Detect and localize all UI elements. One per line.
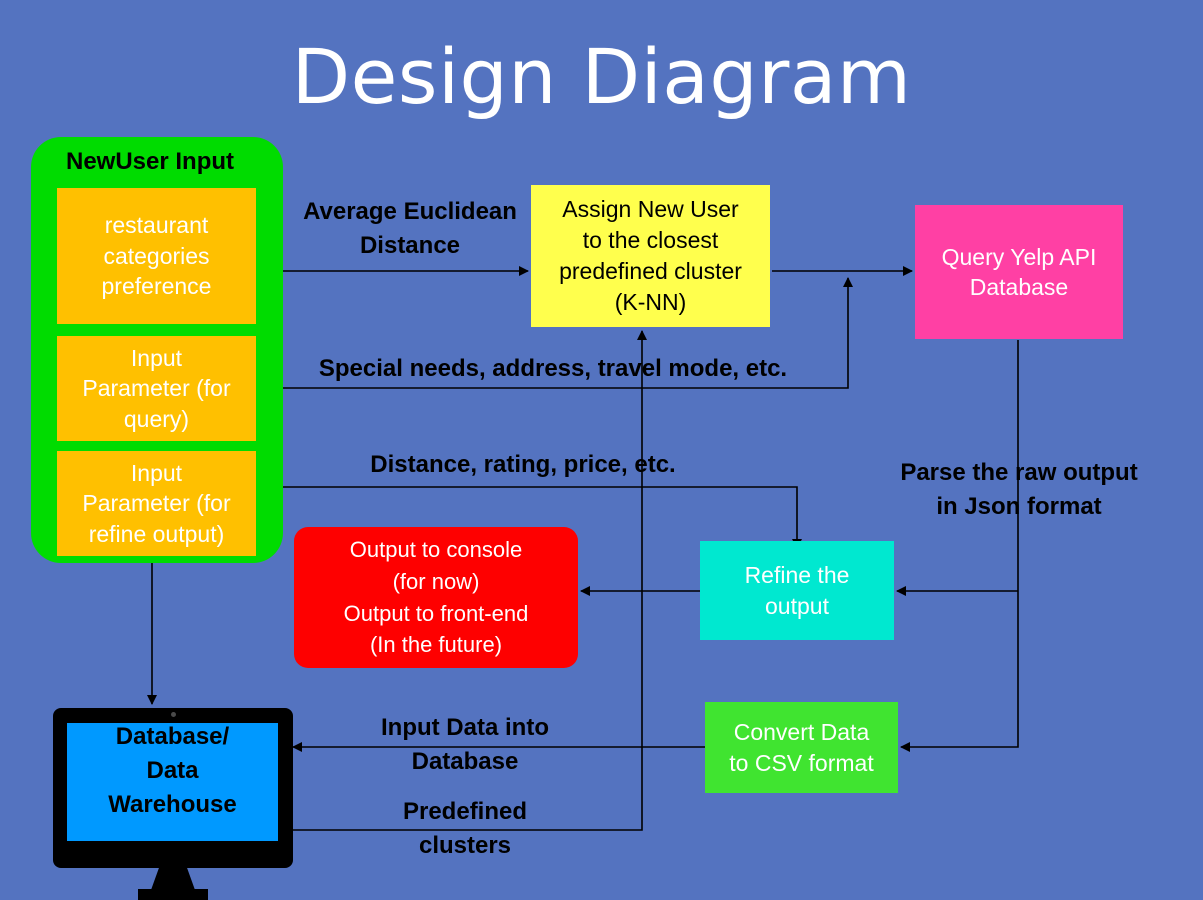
label-input-data: Input Data into Database [381, 714, 549, 775]
monitor-stand [151, 868, 195, 890]
monitor-base [138, 889, 208, 900]
label-average-euclidean: Average Euclidean Distance [303, 198, 517, 259]
refine-output-box: Refine the output [700, 541, 894, 640]
edge-params-to-query [255, 277, 853, 389]
query-parameter-box: Input Parameter (for query) [57, 336, 256, 441]
monitor-screen [67, 723, 278, 841]
new-user-input-title: NewUser Input [65, 148, 235, 175]
database-label: Database/ Data Warehouse [108, 723, 237, 819]
label-distance-rating: Distance, rating, price, etc. [370, 451, 676, 478]
query-yelp-box: Query Yelp API Database [915, 205, 1123, 339]
output-box: Output to console (for now) Output to fr… [294, 527, 578, 668]
convert-csv-box: Convert Data to CSV format [705, 702, 898, 793]
edge-query-to-convert [900, 340, 1019, 752]
refine-parameter-box: Input Parameter (for refine output) [57, 451, 256, 556]
monitor-camera [171, 712, 176, 717]
label-parse-json: Parse the raw output in Json format [900, 459, 1138, 520]
restaurant-preference-box: restaurant categories preference [57, 188, 256, 324]
page-title: Design Diagram [291, 32, 912, 121]
label-special-needs: Special needs, address, travel mode, etc… [318, 355, 788, 382]
assign-cluster-box: Assign New User to the closest predefine… [531, 185, 770, 327]
edge-refine-params-to-refine [255, 486, 802, 549]
label-predefined-clusters: Predefined clusters [402, 798, 528, 859]
edge-database-to-assign [293, 330, 647, 831]
